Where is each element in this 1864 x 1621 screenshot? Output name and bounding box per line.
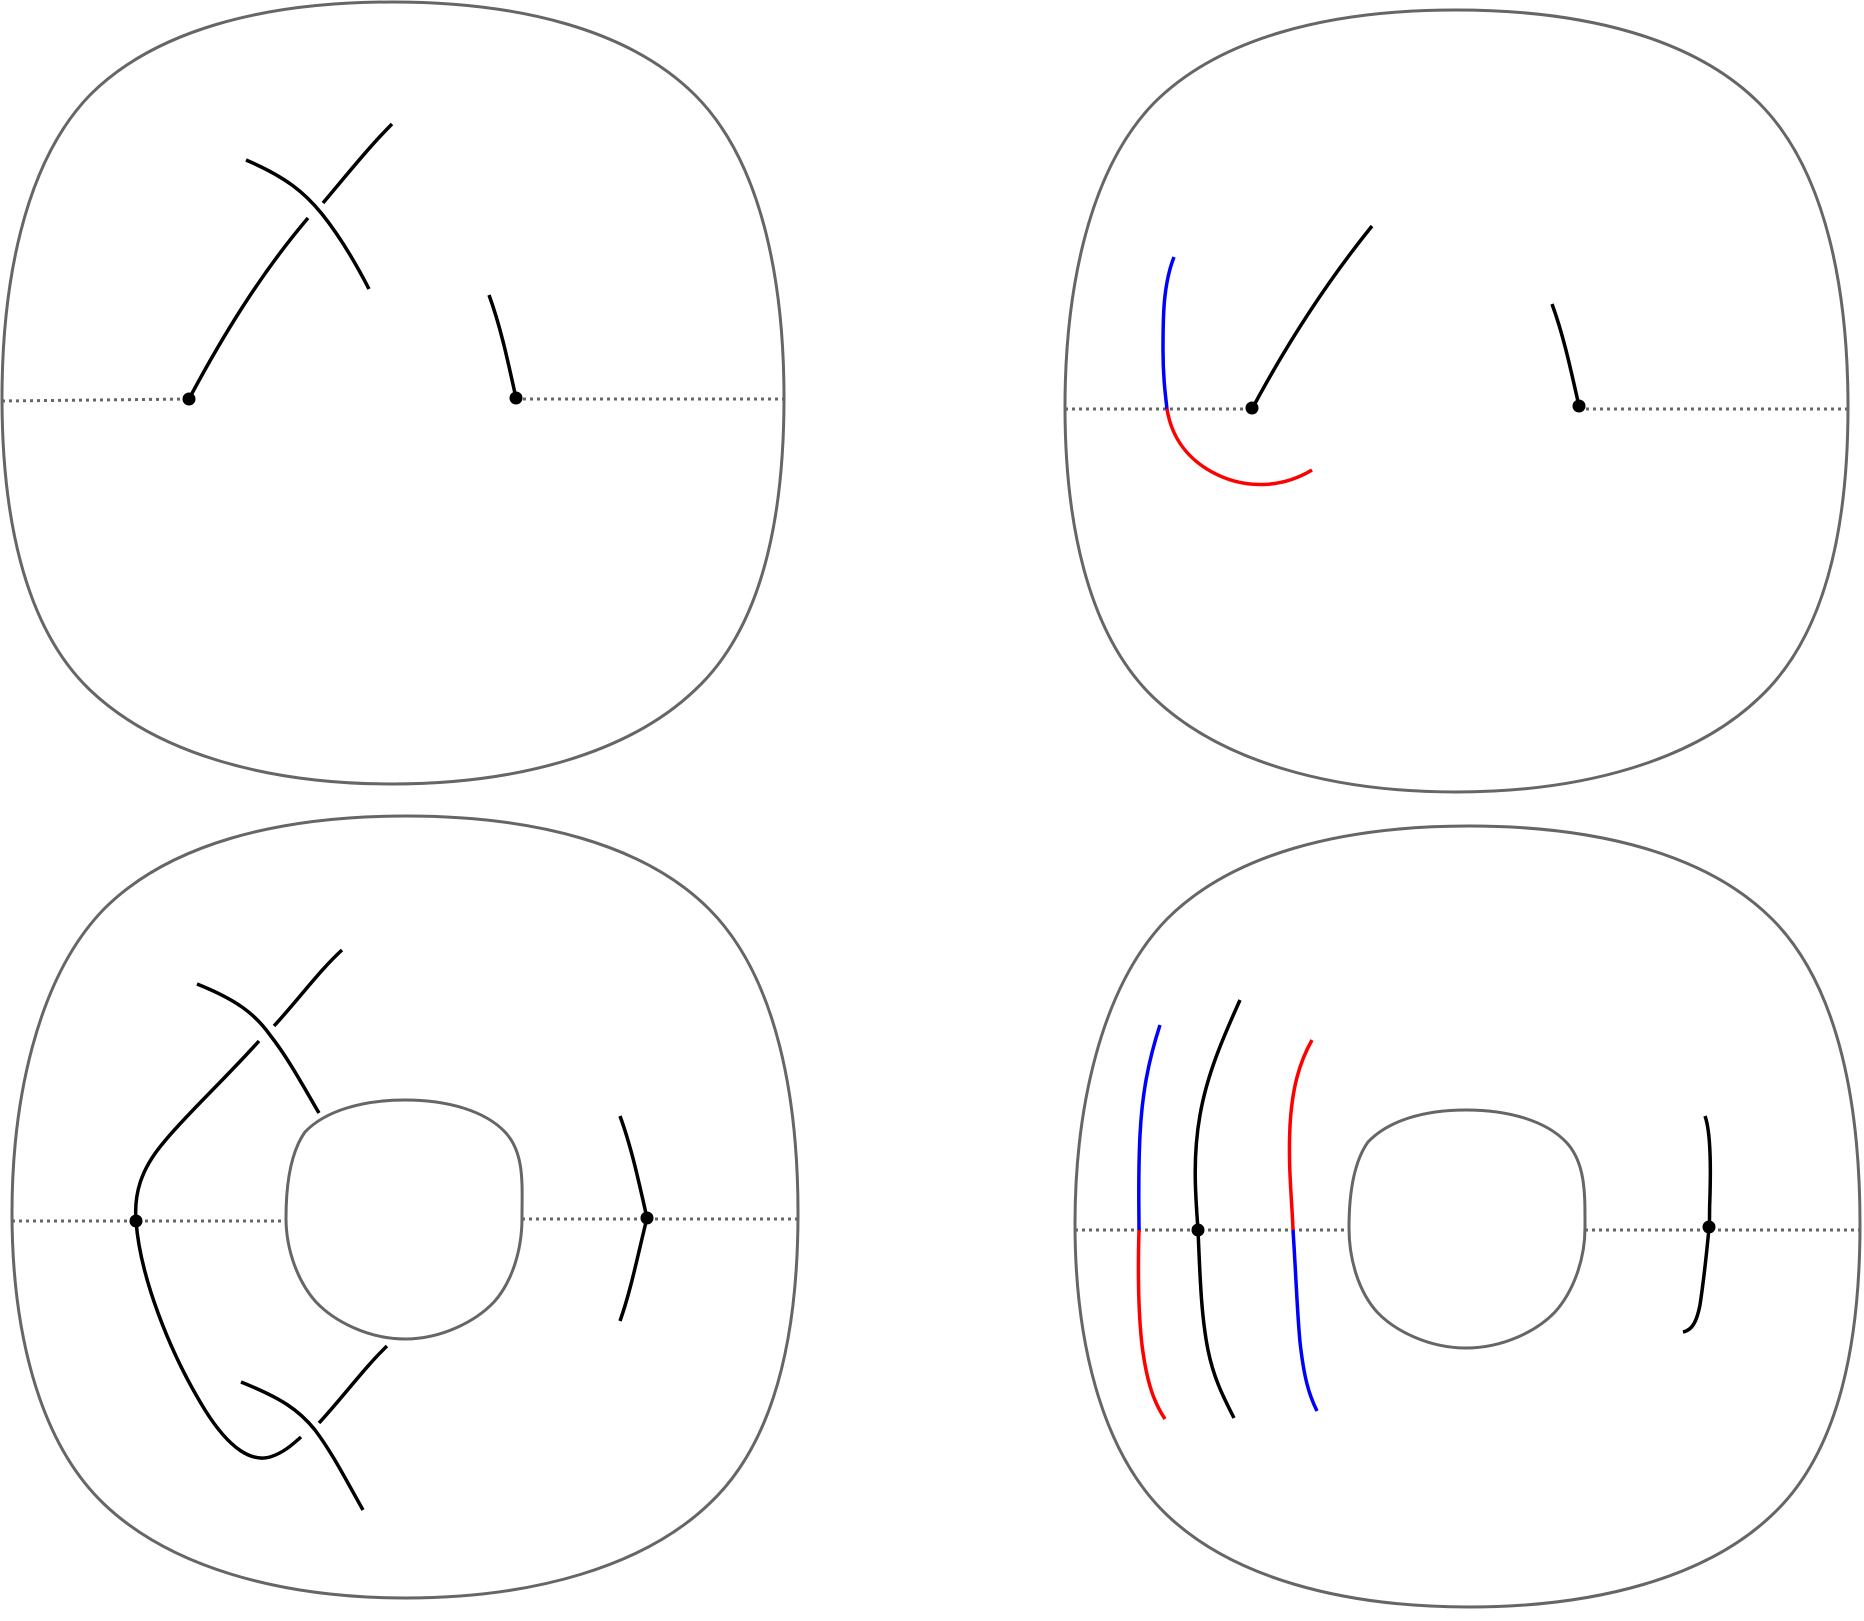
marked-point-left: [1245, 401, 1259, 415]
outer-boundary: [10, 814, 800, 1600]
strand-red-left-lower: [1136, 1229, 1167, 1420]
strand-rising-over: [187, 216, 310, 400]
axis-dotted-left: [1, 397, 190, 403]
strand-rising: [1250, 224, 1374, 410]
strand-crossing-under: [245, 158, 371, 290]
marked-point-right: [1572, 399, 1586, 413]
inner-boundary: [284, 1098, 524, 1341]
strand-red-right-upper: [1287, 1039, 1314, 1231]
marked-point-right: [640, 1211, 654, 1225]
strand-top-over: [196, 982, 321, 1114]
strand-bottom-over-upper: [317, 1344, 389, 1425]
strand-right-short: [487, 294, 518, 399]
strand-top-over-upper: [272, 948, 344, 1028]
marked-point-left: [182, 392, 196, 406]
marked-point-right: [509, 391, 523, 405]
panel-top-right: [1063, 8, 1850, 794]
strand-blue-right-lower: [1291, 1229, 1319, 1412]
strand-blue-left-upper: [1137, 1024, 1162, 1231]
strand-red: [1165, 408, 1313, 487]
panel-bottom-left: [10, 814, 800, 1600]
strand-blue: [1161, 256, 1176, 410]
strand-rising-over-upper: [321, 122, 394, 205]
disk-boundary: [1063, 8, 1850, 794]
marked-point-left: [129, 1214, 143, 1228]
strand-right-short: [1550, 303, 1581, 407]
strand-bottom-over: [240, 1380, 365, 1511]
marked-point-left: [1191, 1223, 1205, 1237]
marked-point-right: [1702, 1220, 1716, 1234]
panel-bottom-right: [1073, 824, 1862, 1609]
outer-boundary: [1073, 824, 1862, 1609]
disk-boundary: [0, 0, 786, 786]
inner-boundary: [1347, 1108, 1587, 1350]
panel-top-left: [0, 0, 786, 786]
strand-black-middle: [1193, 999, 1242, 1419]
strand-left-loop: [133, 1039, 303, 1460]
